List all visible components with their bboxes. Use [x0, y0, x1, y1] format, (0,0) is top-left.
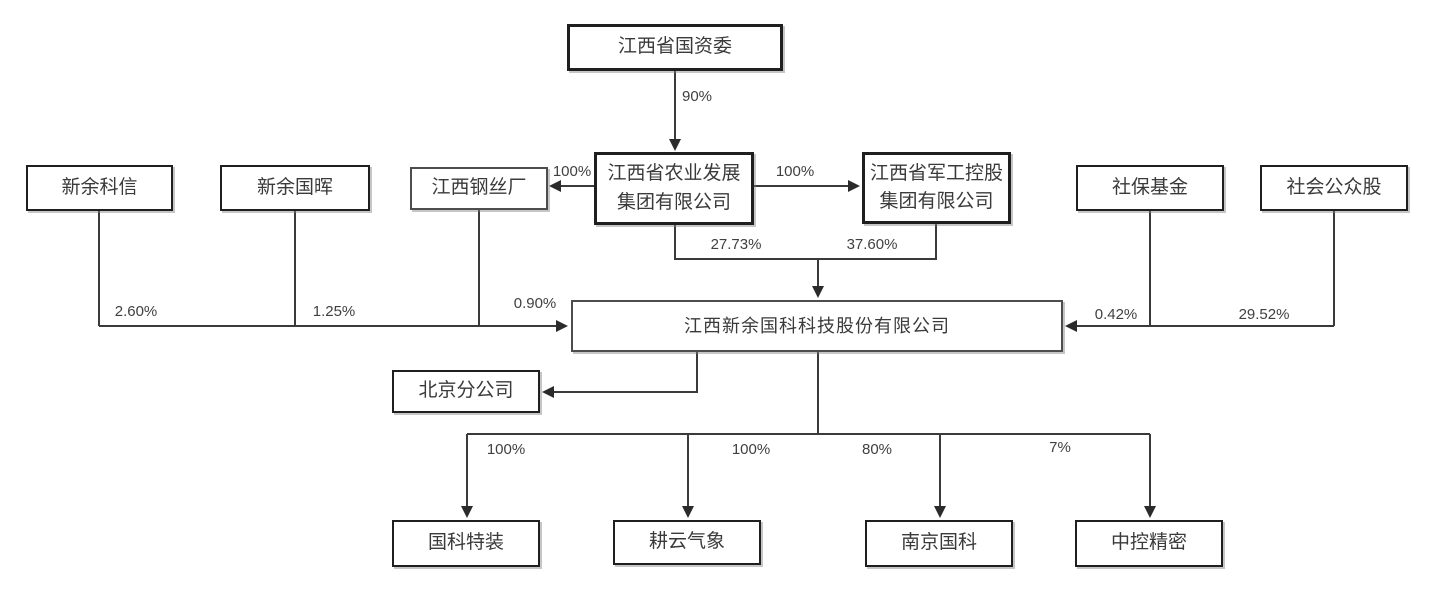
ownership-label-7: 7%: [1049, 439, 1071, 456]
node-xinyu-kexin: 新余科信: [26, 165, 173, 211]
ownership-label-37-60: 37.60%: [846, 236, 898, 253]
ownership-label-90: 90%: [681, 88, 713, 105]
ownership-label-1-25: 1.25%: [312, 303, 356, 320]
ownership-label-0-90: 0.90%: [513, 295, 557, 312]
node-nanjing-guoke: 南京国科: [865, 520, 1013, 567]
node-jiangxi-gangsichang: 江西钢丝厂: [410, 167, 548, 210]
edge-central-beijing: [542, 352, 698, 398]
node-jiangxi-guoziwei: 江西省国资委: [567, 24, 783, 71]
ownership-label-100-gangsichang: 100%: [552, 163, 592, 180]
ownership-label-2-60: 2.60%: [114, 303, 158, 320]
ownership-label-0-42: 0.42%: [1094, 306, 1138, 323]
edge-merge-rail: [674, 224, 937, 260]
ownership-label-80: 80%: [861, 441, 893, 458]
node-zhongkong-jingmi: 中控精密: [1075, 520, 1223, 567]
node-shebao-jijin: 社保基金: [1076, 165, 1224, 211]
node-shehui-gongzhonggu: 社会公众股: [1260, 165, 1408, 211]
node-gengyun-qixiang: 耕云气象: [613, 520, 761, 565]
node-beijing-branch: 北京分公司: [392, 370, 540, 413]
ownership-label-29-52: 29.52%: [1238, 306, 1290, 323]
ownership-label-100-jungong: 100%: [775, 163, 815, 180]
ownership-label-100-tezhuang: 100%: [486, 441, 526, 458]
node-xinyu-guohui: 新余国晖: [220, 165, 370, 211]
ownership-label-100-gengyun: 100%: [731, 441, 771, 458]
node-guoke-tezhuang: 国科特装: [392, 520, 540, 567]
node-jungong-konggu-group: 江西省军工控股 集团有限公司: [862, 152, 1011, 224]
node-guoke-gufen-company: 江西新余国科科技股份有限公司: [571, 300, 1063, 352]
node-nongye-fazhan-group: 江西省农业发展 集团有限公司: [594, 152, 754, 225]
ownership-label-27-73: 27.73%: [710, 236, 762, 253]
